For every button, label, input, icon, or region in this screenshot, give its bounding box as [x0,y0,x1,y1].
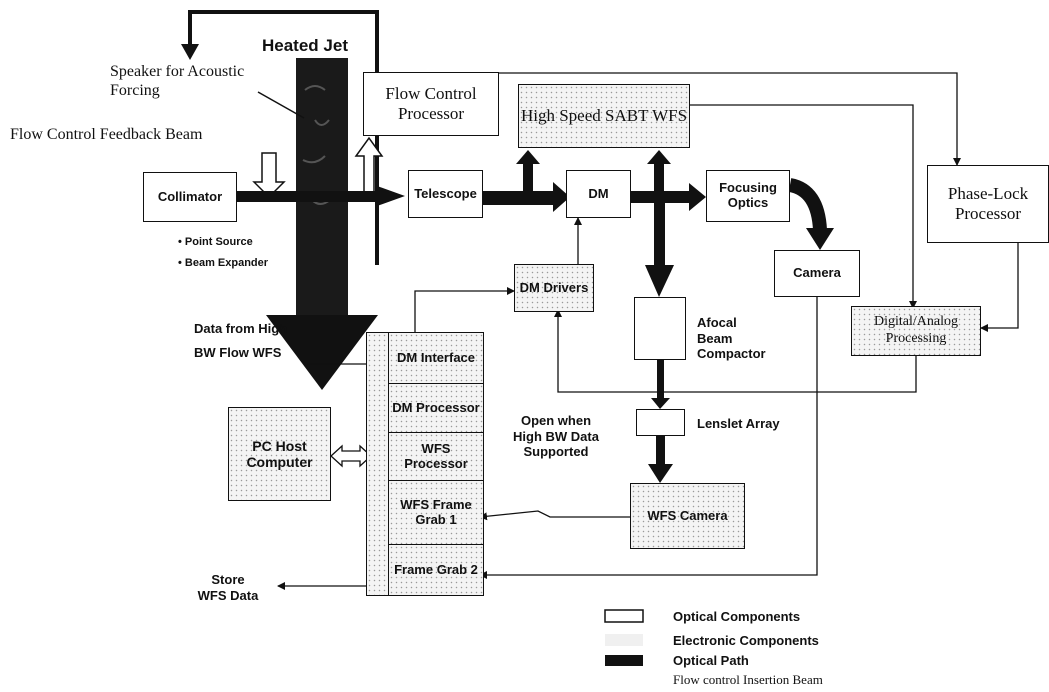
telescope-label: Telescope [414,185,477,201]
collimator-box: Collimator [143,172,237,222]
speaker-pointer [257,91,305,119]
focusing-optics-label: Focusing Optics [719,180,777,210]
store-wfs-label: Store WFS Data [197,572,259,603]
stack-bus [366,332,389,596]
stack-label: WFS Processor [404,441,468,471]
stack-frame-grab-2: Frame Grab 2 [388,544,484,596]
high-speed-wfs-box: High Speed SABT WFS [518,84,690,148]
pc-host-label: PC Host Computer [246,437,313,470]
legend-path-label: Optical Path [673,653,749,668]
afocal-label: Afocal Beam Compactor [697,315,766,362]
digital-analog-box: Digital/Analog Processing [851,306,981,356]
flow-control-processor-box: Flow Control Processor [363,72,499,136]
phaselock-to-digital-line [980,242,1019,332]
feedback-beam-arrow [252,152,286,199]
heated-jet-column [266,58,378,390]
wfs-camera-label: WFS Camera [647,507,728,523]
pc-link-arrow [330,444,372,468]
focusing-optics-box: Focusing Optics [706,170,790,222]
dm-label: DM [588,185,609,201]
stack-dm-processor: DM Processor [388,383,484,434]
feedback-loop-line [188,10,379,265]
fcp-label: Flow Control Processor [385,83,477,123]
collimator-label: Collimator [157,188,223,204]
dm-drivers-box: DM Drivers [514,264,594,312]
high-speed-wfs-label: High Speed SABT WFS [520,105,688,125]
open-when-label: Open when High BW Data Supported [513,413,599,460]
afocal-box [634,297,686,360]
feedback-beam-label: Flow Control Feedback Beam [10,126,203,143]
speaker-label: Speaker for Acoustic Forcing [110,63,245,100]
legend-electronic-label: Electronic Components [673,633,819,648]
lenslet-label: Lenslet Array [697,416,780,431]
camera-to-grab2-line [479,297,818,579]
telescope-box: Telescope [408,170,483,218]
legend-insertion-label: Flow control Insertion Beam [673,672,823,687]
beam-expander-label: • Beam Expander [178,257,269,269]
stack-dm-interface: DM Interface [388,332,484,385]
phase-lock-processor-box: Phase-Lock Processor [927,165,1049,243]
wfs-to-digital-line [690,104,917,309]
dm-drivers-label: DM Drivers [519,279,589,295]
heated-jet-title: Heated Jet [262,36,348,55]
dm-box: DM [566,170,631,218]
stack-label: DM Interface [396,350,476,366]
interface-to-drivers-line [414,287,515,332]
point-source-label: • Point Source [178,236,253,248]
lenslet-box [636,409,685,436]
legend-optical-label: Optical Components [673,609,801,624]
stack-label: Frame Grab 2 [394,561,478,577]
wfs-camera-box: WFS Camera [630,483,745,549]
stack-label: DM Processor [392,400,480,416]
camera-box: Camera [774,250,860,297]
digital-to-drivers-line [554,309,917,393]
pc-host-box: PC Host Computer [228,407,331,501]
stack-wfs-processor: WFS Processor [388,432,484,482]
digital-analog-label: Digital/Analog Processing [874,314,958,346]
phase-lock-label: Phase-Lock Processor [947,183,1029,223]
bw-flow-wfs-label: BW Flow WFS [194,345,282,360]
stack-frame-grab-1: WFS Frame Grab 1 [388,480,484,546]
fcp-to-phaselock-line [498,72,961,166]
camera-label: Camera [793,265,841,281]
wfscam-to-grab1-line [479,510,630,521]
stack-label: WFS Frame Grab 1 [400,497,472,527]
optical-path [237,150,834,483]
data-from-high-label: Data from High [194,321,288,336]
